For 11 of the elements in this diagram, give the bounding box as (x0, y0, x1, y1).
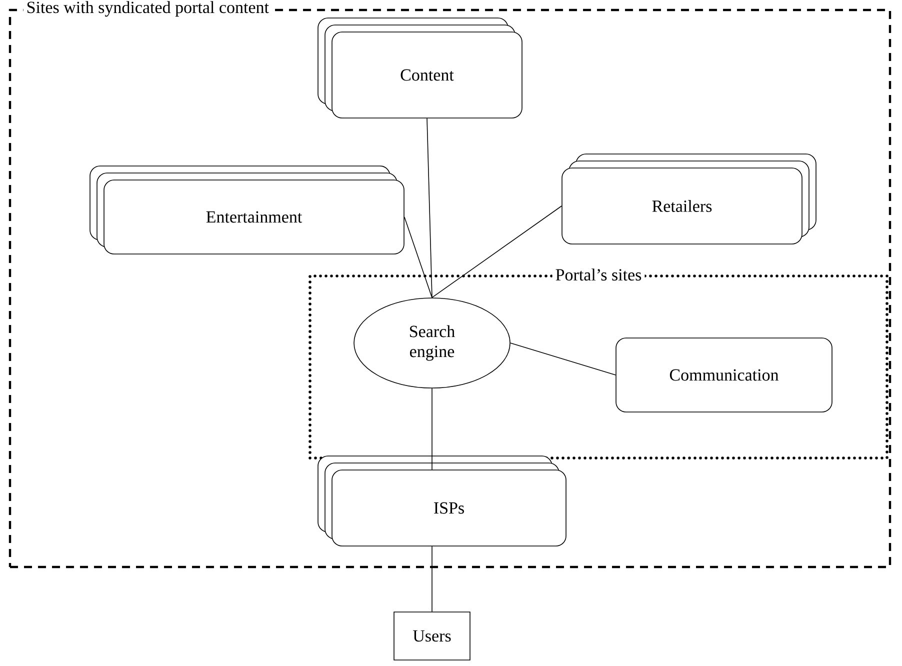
stacked-box: Entertainment (90, 166, 404, 254)
rounded-box: Communication (616, 338, 832, 412)
connector (510, 342, 616, 376)
box: Users (394, 612, 470, 660)
stacked-box: ISPs (318, 456, 566, 546)
stacked-box: Content (318, 18, 522, 118)
ellipse-node: Search engine (354, 298, 510, 388)
connector (432, 206, 562, 298)
connector (404, 216, 432, 298)
connector (426, 118, 432, 298)
stacked-box: Retailers (562, 154, 816, 244)
